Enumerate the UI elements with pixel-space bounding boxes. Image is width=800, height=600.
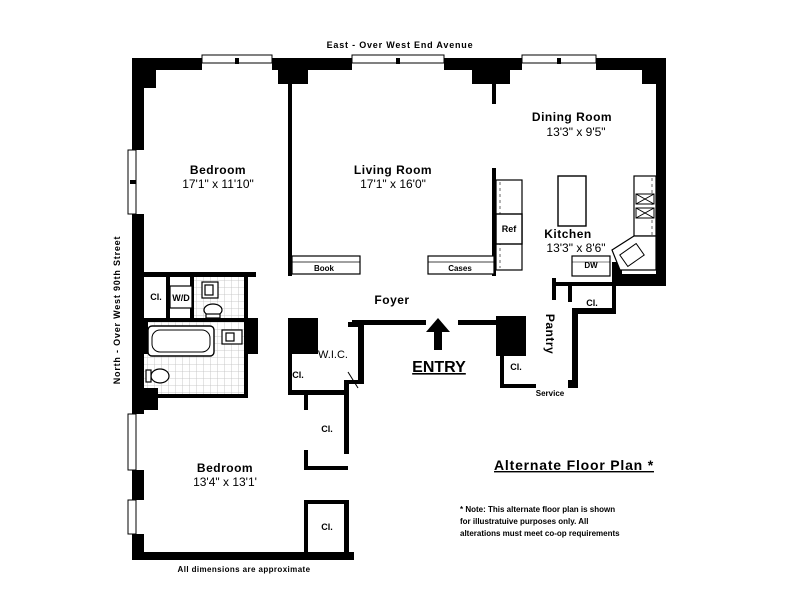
street-label-left: North - Over West 90th Street (112, 236, 122, 385)
refrigerator (495, 213, 523, 245)
closet-label: Cl. (586, 298, 598, 308)
closet-label: Cl. (292, 370, 304, 380)
book-label: Book (314, 264, 335, 273)
room-dims-bedroom1: 17'1" x 11'10" (182, 177, 254, 191)
room-dims-kitchen: 13'3" x 8'6" (546, 241, 605, 255)
note-line-3: alterations must meet co-op requirements (460, 529, 620, 538)
room-name-dining: Dining Room (532, 110, 612, 124)
toilet-icon (145, 368, 170, 384)
room-name-bedroom2: Bedroom (197, 461, 253, 475)
bookcase-left (291, 255, 361, 275)
ref-label: Ref (502, 224, 518, 234)
bookcase-right (427, 255, 495, 275)
room-name-foyer: Foyer (374, 293, 409, 307)
washer-dryer (169, 285, 193, 309)
note-line-2: for illustratuive purposes only. All (460, 517, 588, 526)
note-line-1: * Note: This alternate floor plan is sho… (460, 505, 615, 514)
entry-arrow-icon (426, 318, 450, 350)
window-mullions (130, 58, 561, 184)
closet-label: Cl. (510, 362, 522, 372)
dishwasher (571, 255, 611, 277)
closet-label: Cl. (150, 292, 162, 302)
room-dims-dining: 13'3" x 9'5" (546, 125, 605, 139)
room-name-pantry: Pantry (543, 314, 557, 354)
room-dims-living: 17'1" x 16'0" (360, 177, 426, 191)
wic-door-swing (347, 371, 359, 389)
room-name-wic: W.I.C. (318, 349, 348, 361)
dw-label: DW (584, 261, 598, 270)
kitchen-island (557, 175, 587, 227)
kitchen-counter-right (633, 175, 657, 237)
stove-icon (635, 193, 655, 219)
cases-label: Cases (448, 264, 472, 273)
room-name-kitchen: Kitchen (544, 227, 592, 241)
toilet-icon (203, 303, 223, 319)
service-label: Service (536, 389, 565, 398)
closet-label: Cl. (321, 424, 333, 434)
sink-icon (221, 329, 243, 345)
plan-title: Alternate Floor Plan * (494, 457, 654, 473)
room-dims-bedroom2: 13'4" x 13'1' (193, 475, 257, 489)
entry-label: ENTRY (412, 359, 466, 376)
room-name-bedroom1: Bedroom (190, 163, 246, 177)
closet-label: Cl. (321, 522, 333, 532)
footer-note: All dimensions are approximate (178, 565, 311, 574)
wd-label: W/D (172, 293, 190, 303)
room-name-living: Living Room (354, 163, 432, 177)
exterior-walls (132, 58, 666, 560)
street-label-top: East - Over West End Avenue (327, 40, 474, 50)
sink-icon (201, 281, 219, 299)
sink-icon (619, 242, 645, 268)
